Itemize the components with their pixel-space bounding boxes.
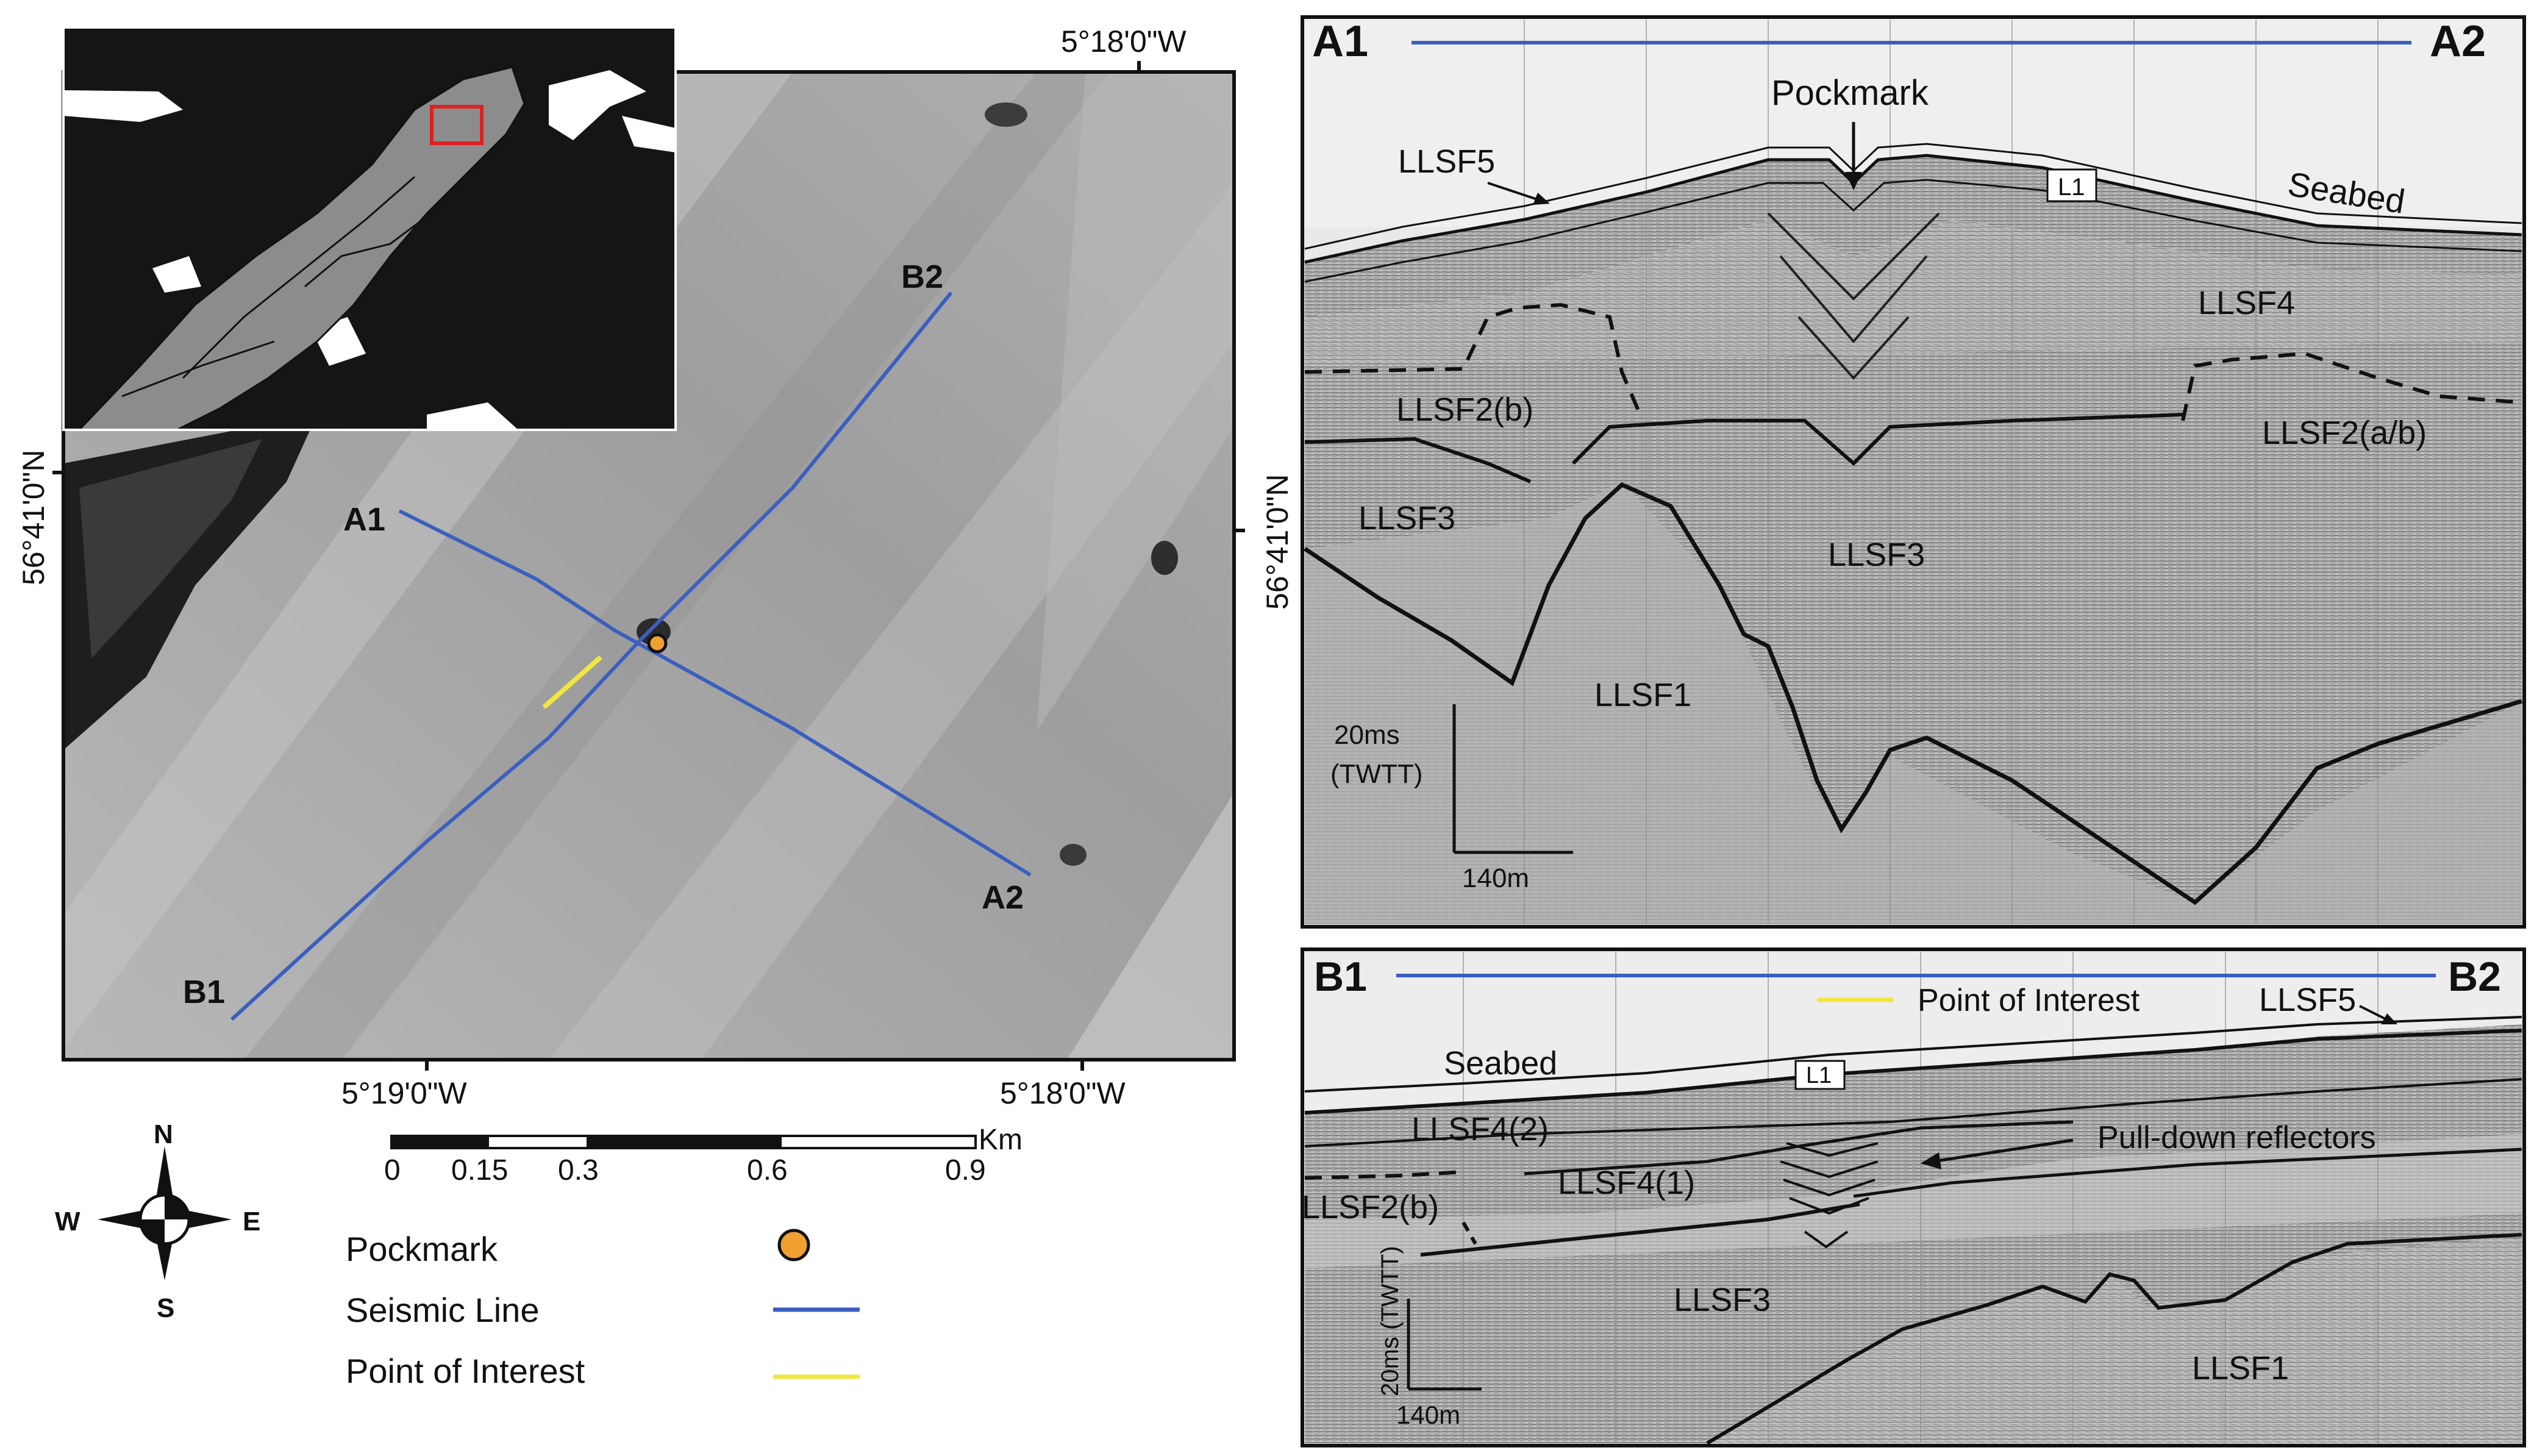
scale-unit: Km bbox=[979, 1124, 1023, 1156]
profile-a-llsf1-top bbox=[1304, 482, 2522, 905]
profile-b-llsf3-top bbox=[1420, 1202, 1860, 1257]
line-label-a1: A1 bbox=[343, 501, 385, 538]
profile-b-label-llsf4-1: LLSF4(1) bbox=[1558, 1165, 1695, 1201]
profile-a-label-llsf4: LLSF4 bbox=[2198, 285, 2295, 321]
legend-label-pockmark: Pockmark bbox=[346, 1230, 498, 1268]
profile-a-start: A1 bbox=[1312, 17, 1368, 66]
profile-b-label-seabed: Seabed bbox=[1444, 1045, 1557, 1082]
line-label-b1: B1 bbox=[183, 974, 225, 1010]
profile-a-vscale-2: (TWTT) bbox=[1330, 759, 1422, 789]
coord-right-lat: 56°41'0"N bbox=[1260, 474, 1294, 610]
compass-s: S bbox=[157, 1293, 174, 1323]
profile-a-label-llsf3-left: LLSF3 bbox=[1358, 500, 1455, 537]
profile-b-hscale: 140m bbox=[1396, 1401, 1460, 1429]
profile-a-label-llsf3-center: LLSF3 bbox=[1828, 537, 1925, 573]
profile-b-label-poi: Point of Interest bbox=[1918, 983, 2140, 1018]
coord-bottom-lon-1: 5°19'0"W bbox=[341, 1076, 468, 1110]
profile-a-llsf3-top bbox=[1571, 413, 2183, 466]
scale-bar: 0 0.15 0.3 0.6 0.9 Km bbox=[384, 1124, 1023, 1187]
north-arrow-compass: N S E W bbox=[55, 1119, 260, 1323]
profile-a-label-llsf5: LLSF5 bbox=[1398, 143, 1495, 180]
study-area-box bbox=[430, 105, 484, 145]
seismic-profile-a: A1 A2 Pockmark LLSF5 L1 Seabed LLSF4 LLS… bbox=[1301, 15, 2526, 929]
scale-tick-4: 0.9 bbox=[945, 1154, 986, 1187]
profile-a-label-llsf1: LLSF1 bbox=[1594, 677, 1691, 713]
profile-b-label-llsf3: LLSF3 bbox=[1674, 1282, 1771, 1318]
profile-b-vscale: 20ms (TWTT) bbox=[1377, 1246, 1404, 1396]
legend-symbol-pockmark bbox=[777, 1229, 810, 1262]
profile-a-label-llsf2b: LLSF2(b) bbox=[1396, 391, 1533, 428]
profile-b-label-llsf5: LLSF5 bbox=[2259, 982, 2356, 1018]
profile-b-start: B1 bbox=[1314, 954, 1367, 1000]
scale-tick-1: 0.15 bbox=[451, 1154, 508, 1187]
compass-e: E bbox=[243, 1207, 260, 1237]
compass-w: W bbox=[55, 1207, 80, 1237]
pockmark-marker bbox=[647, 633, 668, 654]
scale-tick-3: 0.6 bbox=[747, 1154, 788, 1187]
profile-a-llsf2-right bbox=[2181, 351, 2522, 421]
legend-label-seismic-line: Seismic Line bbox=[346, 1291, 539, 1329]
scale-tick-2: 0.3 bbox=[558, 1154, 599, 1187]
seismic-line-a bbox=[398, 509, 1032, 877]
profile-b-label-pulldown: Pull-down reflectors bbox=[2097, 1120, 2376, 1155]
profile-a-label-l1: L1 bbox=[2058, 174, 2085, 201]
profile-b-llsf1-top bbox=[1706, 1233, 2522, 1445]
profile-a-end: A2 bbox=[2430, 17, 2486, 66]
profile-a-label-llsf2ab: LLSF2(a/b) bbox=[2262, 415, 2427, 451]
profile-a-llsf2-left bbox=[1304, 302, 1642, 416]
scale-tick-0: 0 bbox=[384, 1154, 401, 1187]
line-label-a2: A2 bbox=[982, 879, 1024, 916]
profile-b-label-llsf1: LLSF1 bbox=[2192, 1350, 2289, 1386]
profile-b-llsf2 bbox=[1304, 1170, 1464, 1180]
profile-b-seabed bbox=[1304, 1016, 2522, 1093]
line-label-b2: B2 bbox=[901, 259, 943, 295]
point-of-interest-segment bbox=[542, 655, 602, 710]
seismic-line-b bbox=[230, 291, 953, 1021]
legend-label-point-of-interest: Point of Interest bbox=[346, 1352, 585, 1390]
inset-location-map bbox=[62, 26, 677, 431]
loch-outline bbox=[77, 66, 526, 431]
profile-b-end: B2 bbox=[2448, 954, 2501, 1000]
profile-b-label-llsf4-2: LLSF4(2) bbox=[1412, 1111, 1549, 1147]
profile-a-vscale-1: 20ms bbox=[1334, 720, 1400, 750]
profile-a-label-pockmark: Pockmark bbox=[1771, 73, 1929, 113]
compass-n: N bbox=[154, 1119, 173, 1149]
coord-left-lat: 56°41'0"N bbox=[16, 450, 51, 585]
profile-b-label-l1: L1 bbox=[1806, 1063, 1832, 1088]
profile-a-hscale: 140m bbox=[1462, 863, 1529, 893]
seismic-profile-b: B1 B2 Point of Interest LLSF5 Seabed L1 … bbox=[1301, 947, 2526, 1447]
legend: Pockmark Seismic Line Point of Interest bbox=[346, 1229, 860, 1390]
coord-bottom-lon-2: 5°18'0"W bbox=[1000, 1076, 1126, 1110]
coord-top-lon: 5°18'0"W bbox=[1061, 24, 1187, 59]
profile-b-label-llsf2b: LLSF2(b) bbox=[1302, 1189, 1439, 1226]
